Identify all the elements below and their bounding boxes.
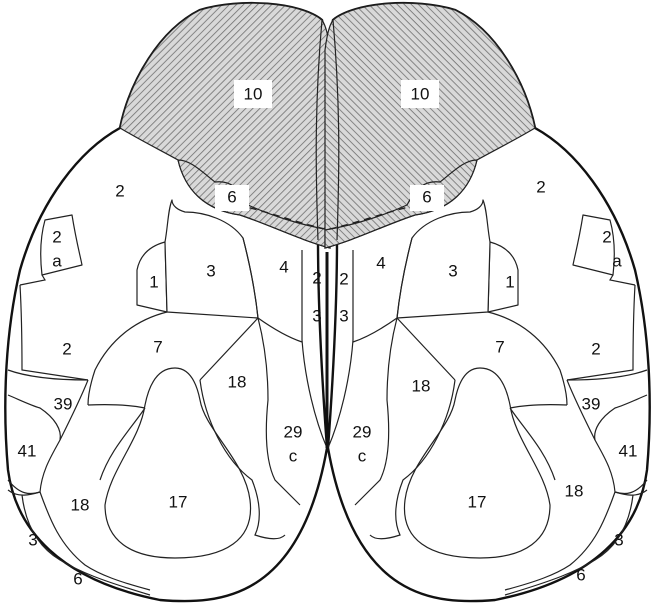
label-right-6-bottom: 6: [576, 565, 585, 584]
label-right-6-frontal: 6: [422, 187, 431, 206]
label-right-4: 4: [376, 253, 385, 272]
right-area-1: [487, 241, 519, 313]
label-right-2-top: 2: [536, 177, 545, 196]
label-left-3-bottom: 3: [28, 530, 37, 549]
label-right-1: 1: [505, 272, 514, 291]
label-right-2-side: 2: [591, 339, 600, 358]
label-left-6-frontal: 6: [227, 187, 236, 206]
label-right-3: 3: [448, 261, 457, 280]
left-area-6-frontal: [177, 159, 331, 249]
label-left-18-inner: 18: [228, 372, 247, 391]
label-left-29c-sub: c: [289, 446, 298, 465]
label-right-3-mid: 3: [339, 306, 348, 325]
label-left-2-top: 2: [115, 181, 124, 200]
label-left-2a-num: 2: [52, 227, 61, 246]
label-right-7: 7: [495, 337, 504, 356]
label-right-29c-num: 29: [353, 422, 372, 441]
label-left-2-side: 2: [62, 339, 71, 358]
label-right-2a-sub: a: [612, 251, 622, 270]
label-right-18-inner: 18: [412, 376, 431, 395]
right-dashed-boundary: [324, 204, 418, 231]
label-right-2-mid: 2: [339, 269, 348, 288]
left-area-3: [164, 199, 259, 319]
right-area-17: [403, 367, 551, 559]
left-area-1: [136, 241, 168, 313]
label-left-3: 3: [206, 261, 215, 280]
label-left-39: 39: [54, 394, 73, 413]
label-left-17: 17: [169, 492, 188, 511]
label-left-2a-sub: a: [52, 251, 62, 270]
label-right-41: 41: [619, 441, 638, 460]
label-left-3-mid: 3: [312, 306, 321, 325]
label-right-39: 39: [582, 394, 601, 413]
right-area-3: [396, 199, 491, 319]
right-area-2a: [572, 214, 615, 276]
label-right-29c-sub: c: [358, 446, 367, 465]
label-left-1: 1: [149, 272, 158, 291]
label-right-2a-num: 2: [602, 227, 611, 246]
label-right-17: 17: [468, 492, 487, 511]
right-area-6-frontal: [324, 159, 478, 249]
right-hemisphere: [324, 1, 651, 603]
label-right-10: 10: [411, 84, 430, 103]
label-left-10: 10: [244, 84, 263, 103]
left-area-17: [104, 367, 252, 559]
label-left-6-bottom: 6: [73, 569, 82, 588]
labels: 10 10 6 6 2 2 2 a 2 a 1 1 3 3 4 4 2 2 3 …: [18, 80, 638, 588]
label-left-18-outer: 18: [71, 495, 90, 514]
left-dashed-boundary: [237, 204, 331, 231]
left-area-2a: [40, 214, 83, 276]
label-left-29c-num: 29: [284, 422, 303, 441]
label-left-4: 4: [279, 257, 288, 276]
label-left-2-mid: 2: [312, 268, 321, 287]
label-right-3-bottom: 3: [614, 530, 623, 549]
label-left-7: 7: [153, 337, 162, 356]
label-right-18-outer: 18: [565, 481, 584, 500]
left-hemisphere: [4, 1, 331, 603]
label-left-41: 41: [18, 441, 37, 460]
